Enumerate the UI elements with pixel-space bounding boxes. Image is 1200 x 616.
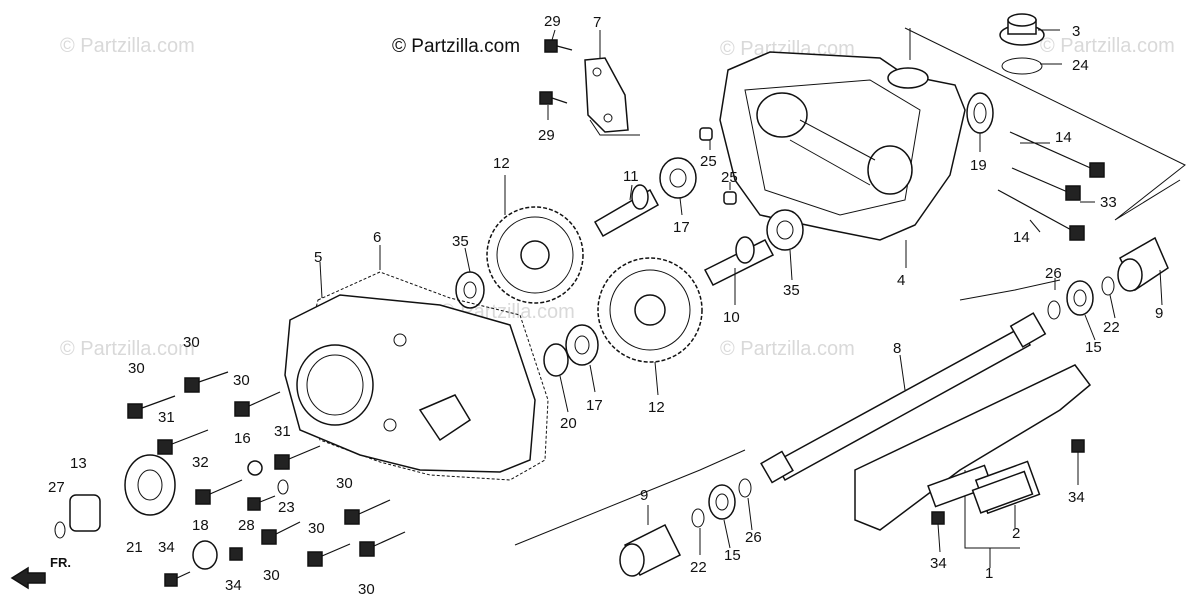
watermark: © Partzilla.com xyxy=(720,338,855,360)
callout-34: 34 xyxy=(930,555,947,572)
bearings xyxy=(455,157,804,377)
front-marker: FR. xyxy=(50,555,71,570)
axle-carrier xyxy=(854,364,1092,531)
transmission-cover-left xyxy=(284,271,549,481)
copyright-credit: © Partzilla.com xyxy=(392,36,520,57)
callout-34: 34 xyxy=(158,539,175,556)
callout-26: 26 xyxy=(745,529,762,546)
transmission-case-right xyxy=(719,51,966,241)
callout-10: 10 xyxy=(723,309,740,326)
oil-seal xyxy=(966,92,994,134)
callout-30: 30 xyxy=(128,360,145,377)
callout-34: 34 xyxy=(1068,489,1085,506)
callout-11: 11 xyxy=(623,168,639,185)
callout-15: 15 xyxy=(1085,339,1102,356)
dowel-pin xyxy=(699,127,713,141)
callout-34: 34 xyxy=(225,577,242,594)
cover-bolts xyxy=(127,371,406,587)
callout-16: 16 xyxy=(234,430,251,447)
callout-22: 22 xyxy=(690,559,707,576)
callout-30: 30 xyxy=(233,372,250,389)
gear-shafts xyxy=(593,184,775,286)
callout-30: 30 xyxy=(183,334,200,351)
watermark: © Partzilla.com xyxy=(60,338,195,360)
pinion-gear xyxy=(69,494,101,532)
callout-20: 20 xyxy=(560,415,577,432)
callout-23: 23 xyxy=(278,499,295,516)
callout-30: 30 xyxy=(358,581,375,598)
callout-1: 1 xyxy=(985,565,993,582)
callout-17: 17 xyxy=(673,219,690,236)
callout-12: 12 xyxy=(648,399,665,416)
callout-30: 30 xyxy=(308,520,325,537)
callout-6: 6 xyxy=(373,229,381,246)
callout-8: 8 xyxy=(893,340,901,357)
spur-gears xyxy=(486,206,703,363)
callout-25: 25 xyxy=(721,169,738,186)
callout-15: 15 xyxy=(724,547,741,564)
callout-24: 24 xyxy=(1072,57,1089,74)
callout-30: 30 xyxy=(263,567,280,584)
callout-28: 28 xyxy=(238,517,255,534)
callout-29: 29 xyxy=(544,13,561,30)
callout-18: 18 xyxy=(192,517,209,534)
long-bolts xyxy=(997,131,1105,241)
front-direction-arrow: FR. xyxy=(10,555,71,590)
callout-27: 27 xyxy=(48,479,65,496)
bolt xyxy=(931,511,945,525)
axle-shaft xyxy=(760,312,1047,484)
callout-14: 14 xyxy=(1013,229,1030,246)
callout-29: 29 xyxy=(538,127,555,144)
callout-5: 5 xyxy=(314,249,322,266)
callout-35: 35 xyxy=(783,282,800,299)
oil-seal xyxy=(124,454,176,516)
collars-and-washers xyxy=(619,236,1169,577)
callout-30: 30 xyxy=(336,475,353,492)
bolt xyxy=(1071,439,1085,453)
bolt xyxy=(539,91,553,105)
callout-31: 31 xyxy=(158,409,175,426)
callout-21: 21 xyxy=(126,539,143,556)
callout-26: 26 xyxy=(1045,265,1062,282)
circlip xyxy=(54,521,66,539)
bolt xyxy=(544,39,558,53)
callout-12: 12 xyxy=(493,155,510,172)
callout-19: 19 xyxy=(970,157,987,174)
callout-31: 31 xyxy=(274,423,291,440)
callout-3: 3 xyxy=(1072,23,1080,40)
callout-2: 2 xyxy=(1012,525,1020,542)
callout-9: 9 xyxy=(1155,305,1163,322)
callout-22: 22 xyxy=(1103,319,1120,336)
plug xyxy=(192,540,218,570)
watermark: © Partzilla.com xyxy=(60,35,195,57)
callout-25: 25 xyxy=(700,153,717,170)
callout-numbers: 1 2 3 4 5 6 7 8 9 9 10 11 12 12 13 14 14… xyxy=(48,13,1163,598)
callout-32: 32 xyxy=(192,454,209,471)
callout-9: 9 xyxy=(640,487,648,504)
watermark: © Partzilla.com xyxy=(1040,35,1175,57)
dowel-pin xyxy=(723,191,737,205)
leader-lines xyxy=(319,28,1163,568)
callout-17: 17 xyxy=(586,397,603,414)
callout-7: 7 xyxy=(593,14,601,31)
bracket-lines xyxy=(514,27,1186,549)
callout-14: 14 xyxy=(1055,129,1072,146)
callout-4: 4 xyxy=(897,272,905,289)
cap-and-oring xyxy=(999,13,1045,75)
bracket-plate xyxy=(584,57,629,133)
callout-13: 13 xyxy=(70,455,87,472)
callout-33: 33 xyxy=(1100,194,1117,211)
callout-35: 35 xyxy=(452,233,469,250)
